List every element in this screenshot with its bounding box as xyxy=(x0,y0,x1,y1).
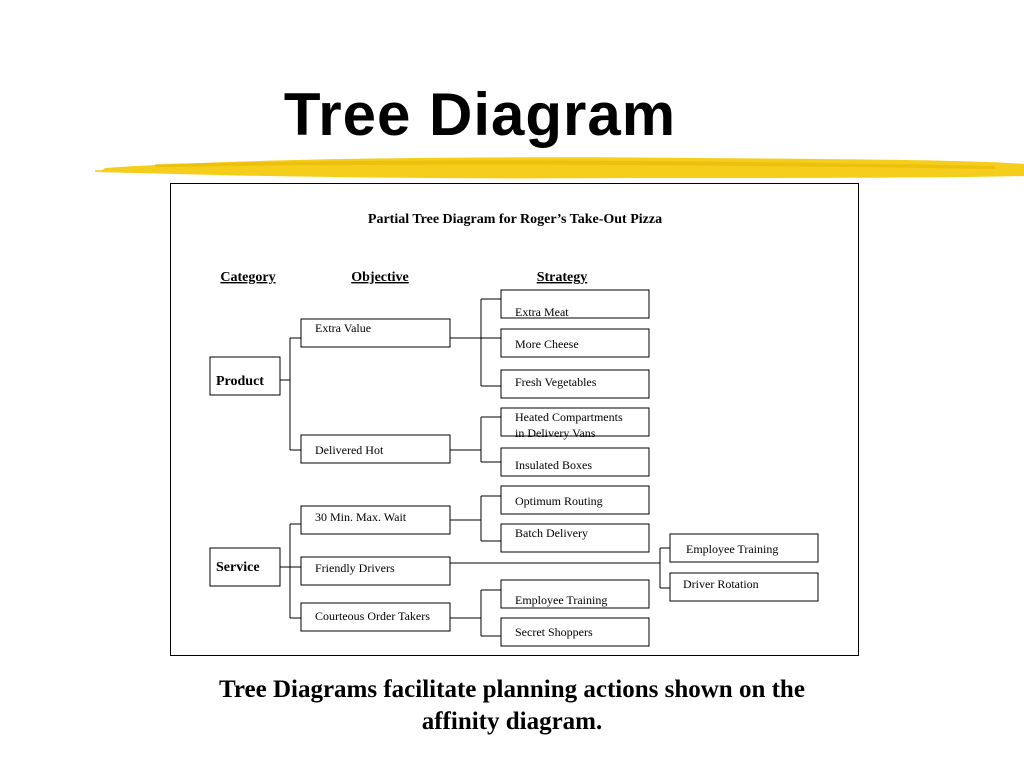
column-header-strategy: Strategy xyxy=(537,270,588,285)
sub-strategy-label-driver-rotation: Driver Rotation xyxy=(683,577,759,591)
sub-strategy-box-driver-rotation xyxy=(669,572,819,602)
objective-label-friendly-drivers: Friendly Drivers xyxy=(315,561,395,575)
strategy-box-more-cheese xyxy=(500,328,650,358)
caption-line-1: Tree Diagrams facilitate planning action… xyxy=(219,676,805,703)
category-box-product xyxy=(209,356,281,396)
objective-box-courteous-order-takers xyxy=(300,602,451,632)
category-label-product: Product xyxy=(216,374,264,389)
category-box-service xyxy=(209,547,281,587)
yellow-brush-underline xyxy=(95,157,1024,179)
strategy-label-more-cheese: More Cheese xyxy=(515,337,579,351)
strategy-box-employee-training-a xyxy=(500,579,650,609)
column-header-objective: Objective xyxy=(351,270,409,285)
objective-label-delivered-hot: Delivered Hot xyxy=(315,443,384,457)
slide-caption: Tree Diagrams facilitate planning action… xyxy=(50,674,974,738)
strategy-box-insulated-boxes xyxy=(500,447,650,477)
strategy-label-extra-meat: Extra Meat xyxy=(515,305,569,319)
objective-box-friendly-drivers xyxy=(300,556,451,586)
objective-box-delivered-hot xyxy=(300,434,451,464)
strategy-label-secret-shoppers: Secret Shoppers xyxy=(515,625,593,639)
diagram-title: Partial Tree Diagram for Roger’s Take-Ou… xyxy=(368,212,662,227)
strategy-label-optimum-routing: Optimum Routing xyxy=(515,494,603,508)
strategy-box-secret-shoppers xyxy=(500,617,650,647)
node-boxes xyxy=(209,289,819,647)
objective-box-extra-value xyxy=(300,318,451,348)
brush-stroke-tail xyxy=(95,169,215,173)
category-label-service: Service xyxy=(216,560,260,575)
strategy-label-insulated-boxes: Insulated Boxes xyxy=(515,458,592,472)
strategy-box-fresh-vegetables xyxy=(500,369,650,399)
objective-label-courteous-order-takers: Courteous Order Takers xyxy=(315,609,430,623)
column-header-category: Category xyxy=(220,270,275,285)
objective-box-max-wait xyxy=(300,505,451,535)
strategy-box-batch-delivery xyxy=(500,523,650,553)
slide-title: Tree Diagram xyxy=(283,81,677,148)
strategy-box-optimum-routing xyxy=(500,485,650,515)
connector-lines xyxy=(280,298,670,637)
caption-line-2: affinity diagram. xyxy=(421,708,603,735)
objective-label-max-wait: 30 Min. Max. Wait xyxy=(315,510,407,524)
sub-strategy-box-employee-training-b xyxy=(669,533,819,563)
objective-label-extra-value: Extra Value xyxy=(315,321,371,335)
strategy-box-heated-compartments xyxy=(500,407,650,437)
diagram-frame xyxy=(170,183,859,656)
sub-strategy-label-employee-training-b: Employee Training xyxy=(686,542,778,556)
strategy-box-extra-meat xyxy=(500,289,650,319)
strategy-label-employee-training-a: Employee Training xyxy=(515,593,607,607)
brush-stroke-streak xyxy=(155,160,995,169)
strategy-label-fresh-vegetables: Fresh Vegetables xyxy=(515,375,597,389)
strategy-label-batch-delivery: Batch Delivery xyxy=(515,526,588,540)
